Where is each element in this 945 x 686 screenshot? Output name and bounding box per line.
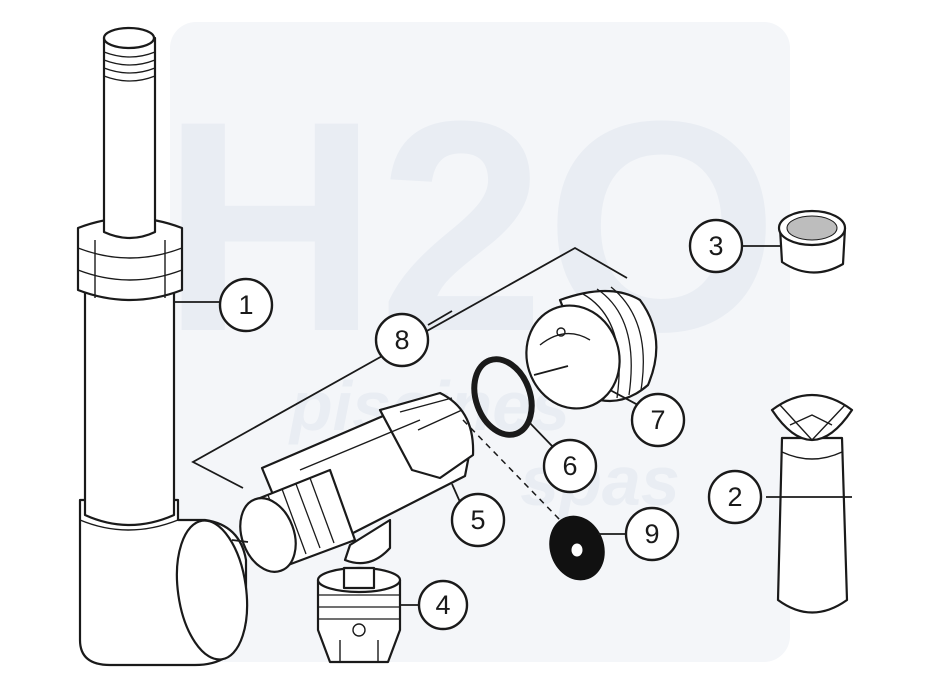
- watermark-logo: H2O piscines spas: [162, 22, 790, 662]
- callout-3-circle: [688, 218, 744, 274]
- callout-6-label: 6: [562, 451, 577, 481]
- part-valve-body: [239, 391, 475, 573]
- callout-2-label: 2: [727, 482, 742, 512]
- callout-2-circle: [707, 469, 763, 525]
- callout-6-circle: [542, 438, 598, 494]
- callout-5-circle: [450, 492, 506, 548]
- part-threaded-insert: [525, 286, 658, 410]
- callout-8-circle: [374, 312, 430, 368]
- callout-4: 4: [417, 579, 469, 631]
- callout-9-circle: [624, 506, 680, 562]
- part-o-ring: [471, 356, 535, 438]
- callout-5: 5: [450, 492, 506, 548]
- callout-8: 8: [374, 310, 453, 368]
- callout-1-circle: [218, 277, 274, 333]
- dashed-alignment-line: [462, 419, 561, 521]
- callout-1-label: 1: [238, 290, 253, 320]
- part-strainer-cap: [777, 209, 847, 274]
- callout-7: 7: [630, 392, 686, 448]
- part-flat-gasket: [549, 515, 605, 581]
- part-funnel-nozzle: [770, 393, 854, 614]
- callout-7-label: 7: [650, 405, 665, 435]
- leader-lines: [174, 245, 852, 606]
- callout-2: 2: [707, 469, 763, 525]
- callout-9-label: 9: [644, 519, 659, 549]
- callout-3-label: 3: [708, 231, 723, 261]
- callout-7-circle: [630, 392, 686, 448]
- callout-4-circle: [417, 579, 469, 631]
- callout-8-label: 8: [394, 325, 409, 355]
- part-riser-pipe: [76, 26, 249, 667]
- callout-4-label: 4: [435, 590, 450, 620]
- callout-9: 9: [624, 506, 680, 562]
- callout-1: 1: [218, 277, 274, 333]
- part-threaded-plug: [316, 566, 402, 664]
- callout-6: 6: [542, 438, 598, 494]
- callout-5-label: 5: [470, 505, 485, 535]
- callout-3: 3: [688, 218, 744, 274]
- watermark-logo-text: H2O: [162, 58, 779, 394]
